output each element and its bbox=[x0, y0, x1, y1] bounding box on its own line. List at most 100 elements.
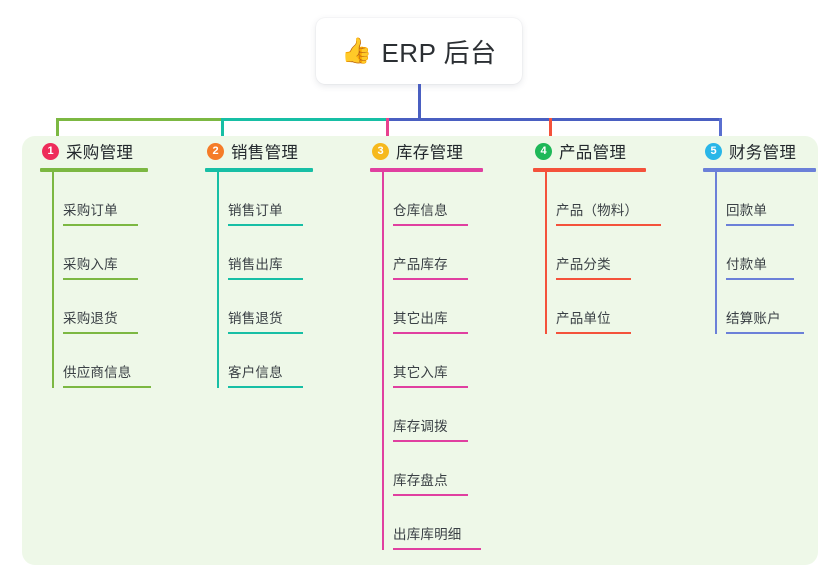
list-item-rule bbox=[228, 224, 303, 226]
list-item-label: 库存调拨 bbox=[393, 419, 448, 434]
list-item-rule bbox=[228, 386, 303, 388]
column-title: 采购管理 bbox=[66, 144, 134, 162]
connector-trunk bbox=[418, 84, 421, 121]
list-item-label: 其它入库 bbox=[393, 365, 448, 380]
connector-bar-1 bbox=[56, 118, 223, 121]
list-item[interactable]: 销售退货 bbox=[217, 280, 313, 334]
list-item[interactable]: 其它入库 bbox=[382, 334, 483, 388]
list-item-rule bbox=[393, 332, 468, 334]
list-item-label: 其它出库 bbox=[393, 311, 448, 326]
list-item[interactable]: 供应商信息 bbox=[52, 334, 151, 388]
root-node[interactable]: 👍 ERP 后台 bbox=[316, 18, 522, 84]
list-item[interactable]: 产品单位 bbox=[545, 280, 661, 334]
list-item-rule bbox=[393, 548, 481, 550]
list-item[interactable]: 出库库明细 bbox=[382, 496, 483, 550]
column-5: 5 财务管理回款单付款单结算账户 bbox=[703, 136, 816, 334]
list-item[interactable]: 产品分类 bbox=[545, 226, 661, 280]
list-item-rule bbox=[393, 386, 468, 388]
column-underline bbox=[370, 168, 483, 172]
list-item[interactable]: 采购订单 bbox=[52, 172, 151, 226]
column-header-5[interactable]: 5 财务管理 bbox=[703, 136, 816, 166]
list-item[interactable]: 产品库存 bbox=[382, 226, 483, 280]
list-item-label: 产品分类 bbox=[556, 257, 611, 272]
list-item-rule bbox=[228, 278, 303, 280]
list-item-rule bbox=[63, 224, 138, 226]
list-item-rule bbox=[63, 332, 138, 334]
column-header-1[interactable]: 1 采购管理 bbox=[40, 136, 151, 166]
column-1: 1 采购管理采购订单采购入库采购退货供应商信息 bbox=[40, 136, 151, 388]
list-item-rule bbox=[726, 278, 794, 280]
connector-drop-1 bbox=[56, 118, 59, 146]
column-title: 财务管理 bbox=[729, 144, 797, 162]
column-title: 产品管理 bbox=[559, 144, 627, 162]
list-item-rule bbox=[556, 224, 661, 226]
list-item[interactable]: 客户信息 bbox=[217, 334, 313, 388]
list-item-rule bbox=[726, 224, 794, 226]
list-item-label: 销售退货 bbox=[228, 311, 283, 326]
column-underline bbox=[205, 168, 313, 172]
list-item-label: 销售订单 bbox=[228, 203, 283, 218]
list-item-label: 采购退货 bbox=[63, 311, 118, 326]
connector-drop-2 bbox=[221, 118, 224, 146]
column-items: 回款单付款单结算账户 bbox=[703, 172, 816, 334]
list-item[interactable]: 付款单 bbox=[715, 226, 816, 280]
list-item-rule bbox=[393, 494, 468, 496]
list-item-label: 付款单 bbox=[726, 257, 768, 272]
list-item[interactable]: 采购入库 bbox=[52, 226, 151, 280]
list-item[interactable]: 销售出库 bbox=[217, 226, 313, 280]
column-badge-3: 3 bbox=[372, 142, 389, 160]
list-item-label: 销售出库 bbox=[228, 257, 283, 272]
list-item[interactable]: 回款单 bbox=[715, 172, 816, 226]
list-item[interactable]: 仓库信息 bbox=[382, 172, 483, 226]
column-underline bbox=[40, 168, 148, 172]
root-title: ERP 后台 bbox=[381, 37, 497, 68]
list-item-rule bbox=[556, 278, 631, 280]
list-item-label: 仓库信息 bbox=[393, 203, 448, 218]
list-item[interactable]: 库存盘点 bbox=[382, 442, 483, 496]
column-spine bbox=[217, 172, 219, 388]
list-item-rule bbox=[393, 440, 468, 442]
list-item-label: 库存盘点 bbox=[393, 473, 448, 488]
column-4: 4 产品管理产品（物料） 产品分类产品单位 bbox=[533, 136, 661, 334]
column-items: 销售订单销售出库销售退货客户信息 bbox=[205, 172, 313, 388]
column-header-4[interactable]: 4 产品管理 bbox=[533, 136, 661, 166]
list-item-label: 采购入库 bbox=[63, 257, 118, 272]
column-underline bbox=[703, 168, 816, 172]
list-item-label: 出库库明细 bbox=[393, 527, 462, 542]
column-spine bbox=[382, 172, 384, 550]
list-item-label: 客户信息 bbox=[228, 365, 283, 380]
list-item-rule bbox=[63, 386, 151, 388]
connector-bar-3 bbox=[386, 118, 721, 121]
column-badge-5: 5 bbox=[705, 142, 722, 160]
column-items: 仓库信息产品库存其它出库其它入库库存调拨库存盘点出库库明细 bbox=[370, 172, 483, 550]
list-item-label: 回款单 bbox=[726, 203, 768, 218]
column-spine bbox=[52, 172, 54, 388]
column-title: 销售管理 bbox=[231, 144, 299, 162]
column-items: 产品（物料） 产品分类产品单位 bbox=[533, 172, 661, 334]
list-item-rule bbox=[228, 332, 303, 334]
connector-drop-4 bbox=[549, 118, 552, 146]
list-item-rule bbox=[393, 224, 468, 226]
list-item[interactable]: 产品（物料） bbox=[545, 172, 661, 226]
list-item[interactable]: 其它出库 bbox=[382, 280, 483, 334]
thumbs-up-icon: 👍 bbox=[341, 36, 373, 65]
column-badge-4: 4 bbox=[535, 142, 552, 160]
list-item[interactable]: 销售订单 bbox=[217, 172, 313, 226]
list-item[interactable]: 库存调拨 bbox=[382, 388, 483, 442]
connector-drop-5 bbox=[719, 118, 722, 146]
column-spine bbox=[715, 172, 717, 334]
list-item-rule bbox=[63, 278, 138, 280]
list-item-label: 供应商信息 bbox=[63, 365, 132, 380]
list-item[interactable]: 采购退货 bbox=[52, 280, 151, 334]
list-item-rule bbox=[393, 278, 468, 280]
connector-bar-2 bbox=[221, 118, 388, 121]
list-item-label: 产品单位 bbox=[556, 311, 611, 326]
list-item[interactable]: 结算账户 bbox=[715, 280, 816, 334]
column-badge-1: 1 bbox=[42, 142, 59, 160]
connector-drop-3 bbox=[386, 118, 389, 146]
